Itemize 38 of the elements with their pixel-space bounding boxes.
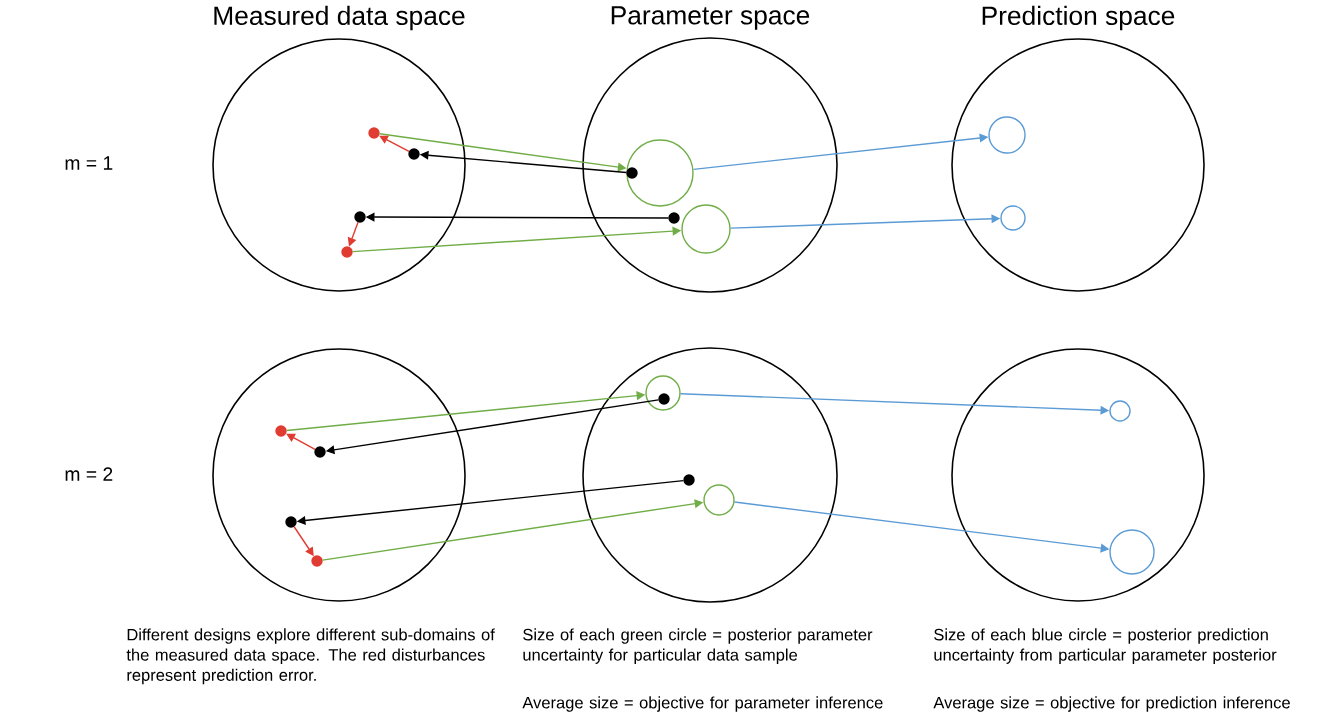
column-heading: Parameter space <box>611 6 810 30</box>
uncertainty-circle <box>703 484 735 516</box>
uncertainty-circle <box>988 116 1026 154</box>
row-label: m = 2 <box>65 467 113 481</box>
column-heading: Prediction space <box>982 5 1175 31</box>
data-point <box>311 555 323 567</box>
note-text: Size of each green circle = posterior parameter uncertainty for particular data sample <box>523 628 873 664</box>
uncertainty-circle <box>1109 400 1131 422</box>
space-circle <box>212 348 466 602</box>
uncertainty-circle <box>681 204 731 254</box>
row-label: m = 1 <box>65 156 113 170</box>
uncertainty-circle <box>626 139 694 207</box>
space-circle <box>212 38 466 292</box>
data-point <box>285 516 297 528</box>
data-point <box>408 148 420 160</box>
uncertainty-circle <box>1109 529 1155 575</box>
note-text: Average size = objective for parameter inference <box>522 696 883 712</box>
arrow <box>286 433 316 450</box>
data-point <box>314 446 326 458</box>
space-circle <box>951 38 1205 292</box>
space-circle <box>951 348 1205 602</box>
data-point <box>275 425 287 437</box>
space-circle <box>582 37 838 293</box>
arrow <box>379 135 410 153</box>
note-text: Different designs explore different sub-domains of the measured data space. The red disturbances represent prediction error. <box>126 628 495 685</box>
data-point <box>368 127 380 139</box>
data-point <box>668 212 680 224</box>
data-point <box>354 211 366 223</box>
uncertainty-circle <box>645 375 681 411</box>
note-text: Average size = objective for prediction inference <box>933 696 1290 712</box>
space-circle <box>582 347 838 603</box>
data-point <box>626 167 638 179</box>
data-point <box>683 474 695 486</box>
uncertainty-circle <box>1000 205 1026 231</box>
column-heading: Measured data space <box>214 5 465 31</box>
data-point <box>341 246 353 258</box>
note-text: Size of each blue circle = posterior prediction uncertainty from particular parameter posterior <box>934 628 1277 664</box>
data-point <box>658 393 670 405</box>
